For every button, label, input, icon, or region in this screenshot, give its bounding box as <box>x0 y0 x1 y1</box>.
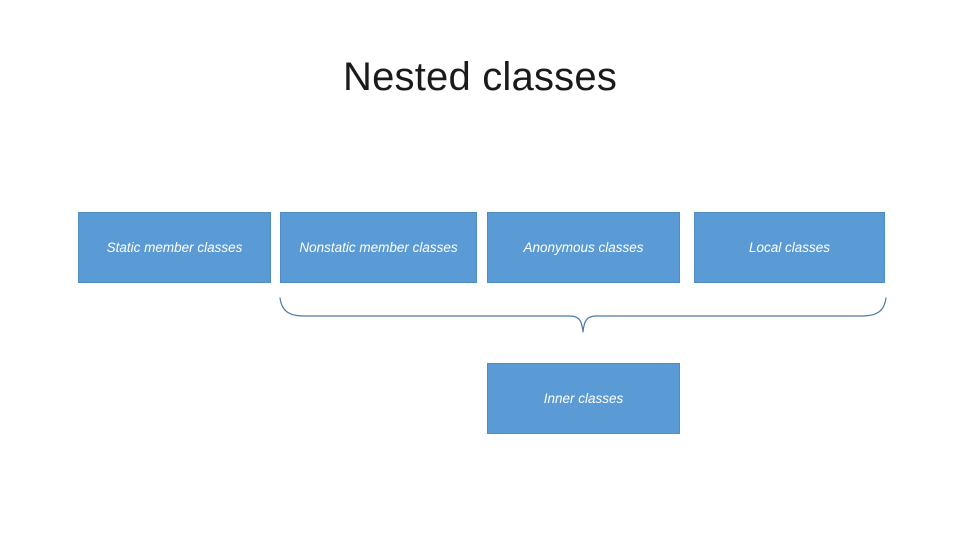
node-label: Local classes <box>748 240 831 255</box>
page-title: Nested classes <box>342 55 618 99</box>
node-static-member-classes[interactable]: Static member classes <box>78 212 271 283</box>
node-label: Inner classes <box>543 391 624 406</box>
node-inner-classes[interactable]: Inner classes <box>487 363 680 434</box>
curly-brace-connector-icon <box>279 297 887 333</box>
node-anonymous-classes[interactable]: Anonymous classes <box>487 212 680 283</box>
node-label: Anonymous classes <box>523 240 644 255</box>
node-label: Static member classes <box>106 240 243 255</box>
node-local-classes[interactable]: Local classes <box>694 212 885 283</box>
node-nonstatic-member-classes[interactable]: Nonstatic member classes <box>280 212 477 283</box>
node-label: Nonstatic member classes <box>299 240 458 255</box>
